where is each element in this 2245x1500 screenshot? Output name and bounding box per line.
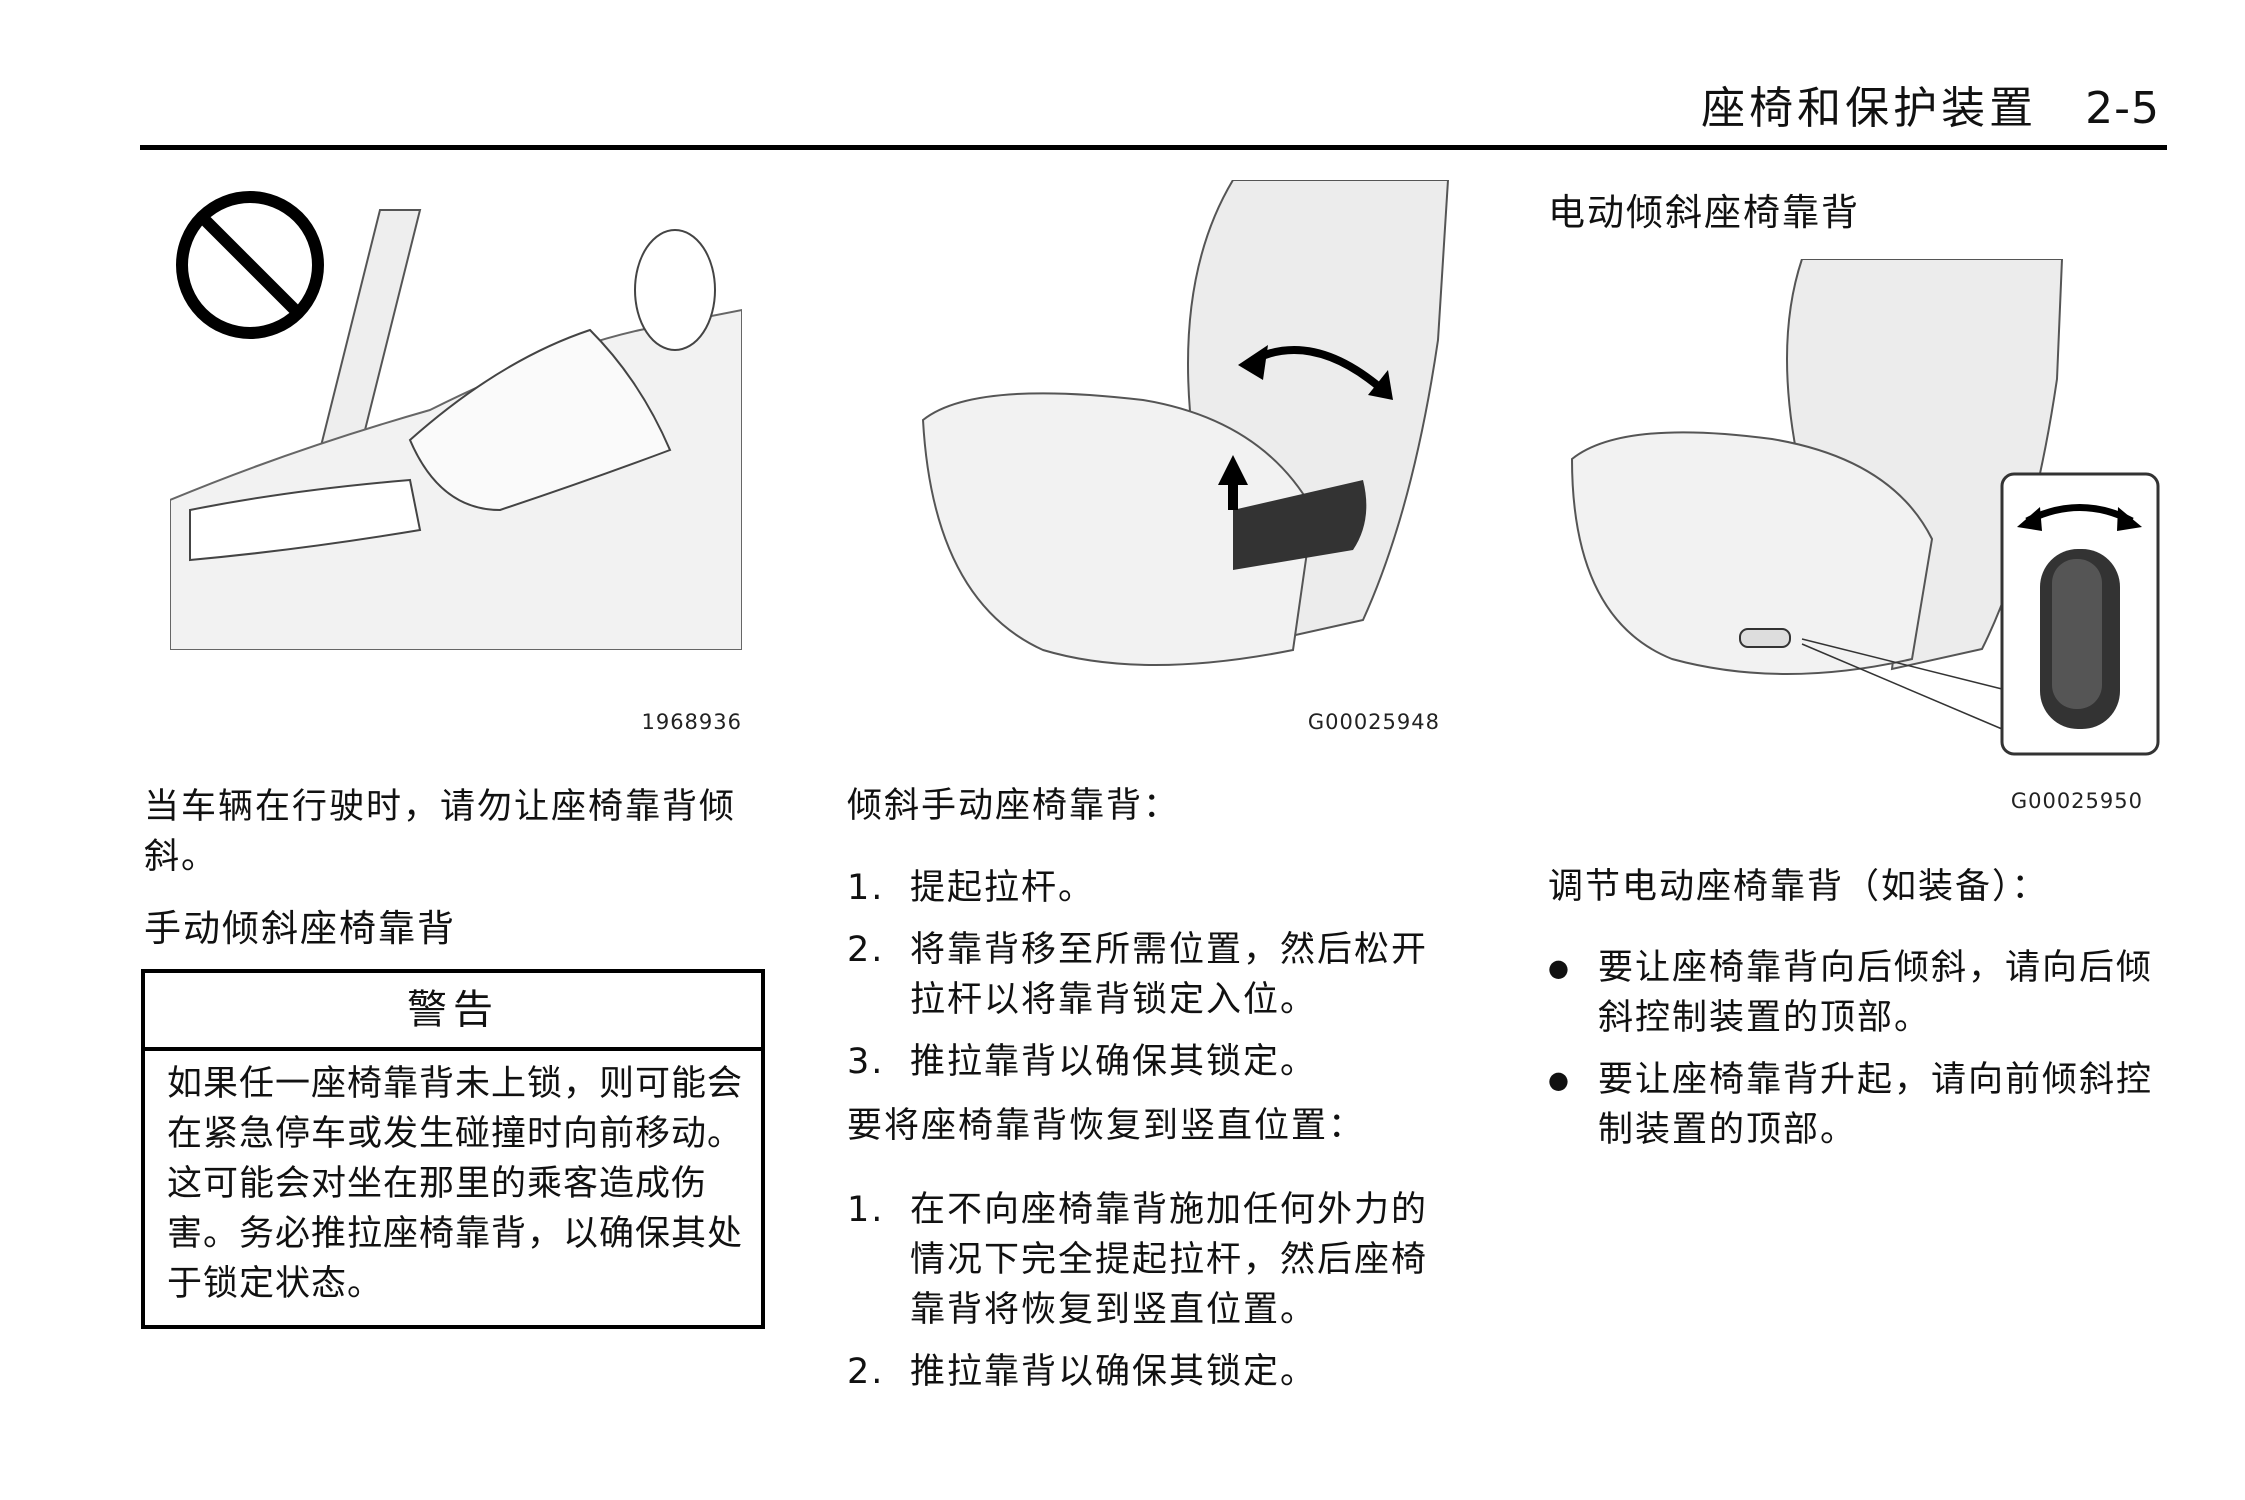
step-text: 在不向座椅靠背施加任何外力的情况下完全提起拉杆，然后座椅靠背将恢复到竖直位置。	[910, 1190, 1429, 1330]
step-number: 3.	[847, 1042, 885, 1082]
bullet-text: 要让座椅靠背升起，请向前倾斜控制装置的顶部。	[1598, 1060, 2154, 1150]
recline-intro: 倾斜手动座椅靠背：	[847, 786, 1181, 826]
figure-id: G00025948	[1307, 710, 1440, 734]
step-number: 1.	[847, 868, 885, 908]
power-intro: 调节电动座椅靠背（如装备）：	[1548, 867, 2049, 907]
warning-body: 如果任一座椅靠背未上锁，则可能会在紧急停车或发生碰撞时向前移动。这可能会对坐在那…	[167, 1064, 744, 1304]
warning-title: 警告	[145, 973, 761, 1051]
step-item: 3. 推拉靠背以确保其锁定。	[847, 1037, 1457, 1087]
power-seat-illustration	[1562, 259, 2162, 759]
power-bullets: ● 要让座椅靠背向后倾斜，请向后倾斜控制装置的顶部。 ● 要让座椅靠背升起，请向前倾…	[1548, 943, 2158, 1155]
section-heading-power: 电动倾斜座椅靠背	[1548, 191, 1860, 234]
step-item: 1. 提起拉杆。	[847, 863, 1457, 913]
step-text: 提起拉杆。	[910, 868, 1096, 908]
recline-steps: 1. 提起拉杆。 2. 将靠背移至所需位置，然后松开拉杆以将靠背锁定入位。 3. 推拉…	[847, 863, 1457, 1087]
figure-id: 1968936	[641, 710, 742, 734]
step-text: 推拉靠背以确保其锁定。	[910, 1042, 1318, 1082]
step-item: 2. 将靠背移至所需位置，然后松开拉杆以将靠背锁定入位。	[847, 925, 1457, 1025]
step-number: 2.	[847, 1352, 885, 1392]
warning-box: 警告 如果任一座椅靠背未上锁，则可能会在紧急停车或发生碰撞时向前移动。这可能会对…	[141, 969, 765, 1329]
page-header: 座椅和保护装置 2-5	[1701, 72, 2160, 136]
bullet-icon: ●	[1548, 1066, 1571, 1094]
step-number: 1.	[847, 1190, 885, 1230]
step-text: 推拉靠背以确保其锁定。	[910, 1352, 1318, 1392]
figure-id: G00025950	[2010, 789, 2143, 813]
caution-paragraph: 当车辆在行驶时，请勿让座椅靠背倾斜。	[144, 787, 737, 877]
section-heading-manual: 手动倾斜座椅靠背	[144, 907, 456, 950]
bullet-icon: ●	[1548, 954, 1571, 982]
step-item: 1. 在不向座椅靠背施加任何外力的情况下完全提起拉杆，然后座椅靠背将恢复到竖直位置…	[847, 1185, 1457, 1335]
page-number: 2-5	[2085, 83, 2160, 134]
bullet-item: ● 要让座椅靠背升起，请向前倾斜控制装置的顶部。	[1548, 1055, 2158, 1155]
step-number: 2.	[847, 930, 885, 970]
bullet-item: ● 要让座椅靠背向后倾斜，请向后倾斜控制装置的顶部。	[1548, 943, 2158, 1043]
upright-steps: 1. 在不向座椅靠背施加任何外力的情况下完全提起拉杆，然后座椅靠背将恢复到竖直位置…	[847, 1185, 1457, 1397]
power-switch	[1739, 628, 1791, 648]
header-rule	[140, 145, 2167, 150]
step-text: 将靠背移至所需位置，然后松开拉杆以将靠背锁定入位。	[910, 930, 1429, 1020]
reclined-passenger-illustration	[170, 180, 742, 650]
bullet-text: 要让座椅靠背向后倾斜，请向后倾斜控制装置的顶部。	[1598, 948, 2154, 1038]
manual-seat-illustration	[893, 180, 1453, 680]
prohibition-icon	[176, 191, 324, 339]
step-item: 2. 推拉靠背以确保其锁定。	[847, 1347, 1457, 1397]
section-title: 座椅和保护装置	[1701, 83, 2038, 134]
upright-intro: 要将座椅靠背恢复到竖直位置：	[847, 1106, 1366, 1146]
